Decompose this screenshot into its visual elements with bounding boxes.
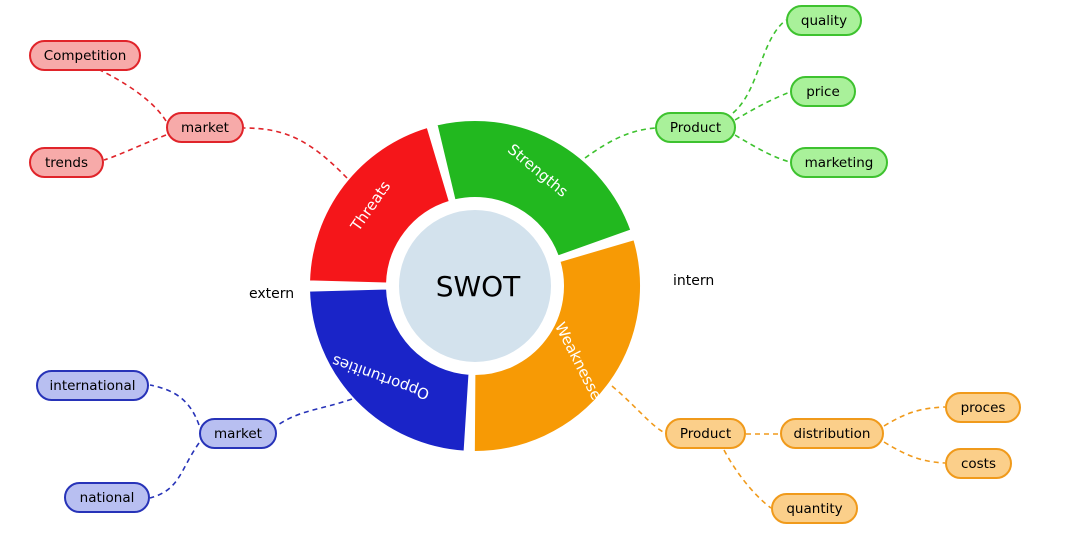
connector-threats-hub xyxy=(243,127,348,179)
node-trends[interactable]: trends xyxy=(29,147,104,178)
node-threats-market[interactable]: market xyxy=(166,112,244,143)
segment-strengths[interactable] xyxy=(435,119,633,258)
swot-donut xyxy=(308,119,642,453)
node-costs[interactable]: costs xyxy=(945,448,1012,479)
connector-distribution-proces xyxy=(883,406,946,427)
connector-product-quantity xyxy=(723,449,772,509)
segment-threats[interactable] xyxy=(308,125,452,285)
node-opportunities-market[interactable]: market xyxy=(199,418,277,449)
connector-distribution-costs xyxy=(883,441,946,464)
segment-opportunities[interactable] xyxy=(308,287,471,453)
connector-product-quality xyxy=(732,19,787,114)
node-quantity[interactable]: quantity xyxy=(771,493,858,524)
label-intern: intern xyxy=(673,273,715,289)
swot-center-label: SWOT xyxy=(436,270,521,303)
connector-weaknesses-hub xyxy=(611,385,666,434)
swot-center-circle xyxy=(391,202,559,370)
node-international[interactable]: international xyxy=(36,370,149,401)
connector-product-marketing xyxy=(734,134,791,163)
node-strengths-product[interactable]: Product xyxy=(655,112,736,143)
node-weaknesses-product[interactable]: Product xyxy=(665,418,746,449)
connector-market-competition xyxy=(99,69,167,122)
connector-market-international xyxy=(149,384,200,426)
node-price[interactable]: price xyxy=(790,76,856,107)
connector-strengths-hub xyxy=(584,127,656,159)
connector-product-price xyxy=(734,91,791,121)
segment-weaknesses[interactable] xyxy=(472,237,642,453)
node-national[interactable]: national xyxy=(64,482,150,513)
node-quality[interactable]: quality xyxy=(786,5,862,36)
node-proces[interactable]: proces xyxy=(945,392,1021,423)
node-distribution[interactable]: distribution xyxy=(780,418,884,449)
label-extern: extern xyxy=(249,286,295,302)
connector-opportunities-hub xyxy=(277,398,353,426)
node-competition[interactable]: Competition xyxy=(29,40,141,71)
node-marketing[interactable]: marketing xyxy=(790,147,888,178)
connector-market-national xyxy=(149,442,200,499)
connector-market-trends xyxy=(103,134,167,161)
